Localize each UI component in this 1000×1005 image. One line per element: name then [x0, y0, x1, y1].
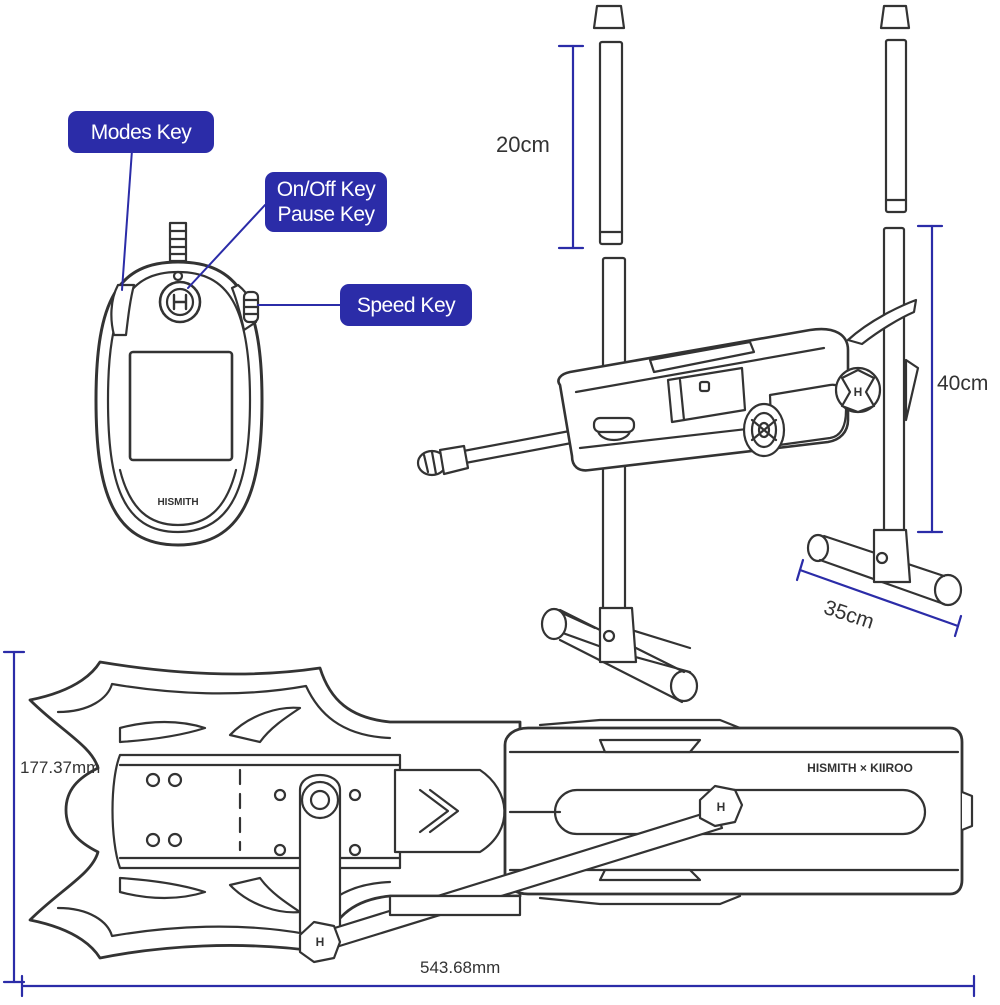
pause-key-label: Pause Key — [277, 203, 375, 226]
remote-control: HISMITH — [94, 221, 264, 547]
machine-stand: H — [416, 4, 963, 704]
onoff-key-label: On/Off Key — [276, 178, 376, 201]
body-height-dimension: 177.37mm — [20, 758, 101, 777]
upper-pole-dimension: 20cm — [496, 132, 550, 157]
speed-key-callout: Speed Key — [340, 284, 472, 326]
lower-pole-dimension: 40cm — [937, 372, 989, 395]
machine-body: HISMITH × KIIROO H H — [28, 660, 974, 964]
modes-key-label: Modes Key — [90, 120, 192, 144]
svg-text:H: H — [316, 935, 325, 949]
callout-leaders — [121, 149, 343, 306]
body-length-dimension: 543.68mm — [420, 958, 501, 977]
body-logo: HISMITH × KIIROO — [807, 761, 913, 775]
remote-logo: HISMITH — [157, 497, 198, 508]
svg-text:H: H — [854, 385, 863, 399]
modes-key-callout: Modes Key — [68, 111, 214, 153]
onoff-pause-key-callout: On/Off Key Pause Key — [265, 172, 387, 232]
dimension-lines — [2, 44, 976, 998]
svg-text:H: H — [717, 800, 726, 814]
speed-key-label: Speed Key — [356, 293, 456, 317]
